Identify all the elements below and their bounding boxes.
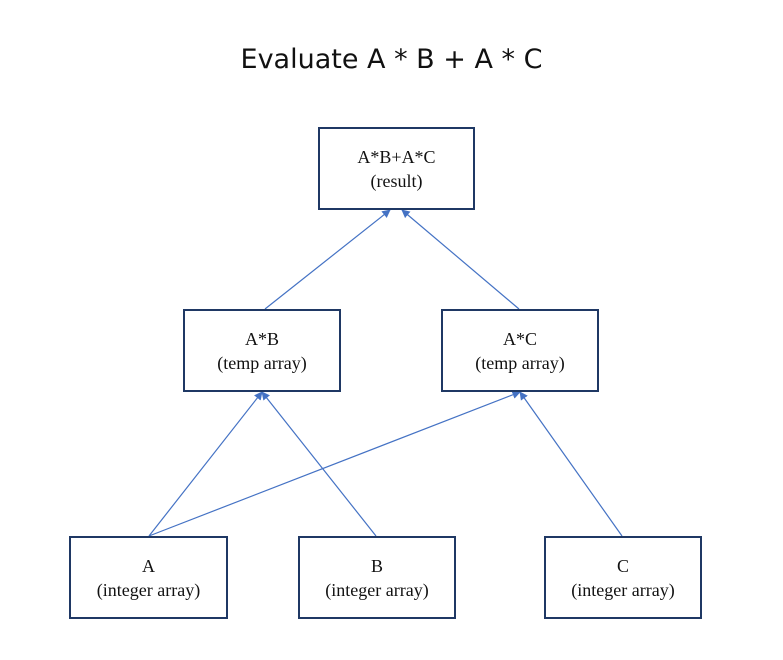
edge-a-to-ab xyxy=(148,391,263,537)
node-a-name: A xyxy=(142,555,155,576)
node-a-kind: (integer array) xyxy=(96,579,201,600)
edge-b-to-ab xyxy=(261,391,377,537)
node-b: B (integer array) xyxy=(298,536,456,619)
node-a-times-b: A*B (temp array) xyxy=(183,309,341,392)
node-b-name: B xyxy=(370,555,383,576)
edge-c-to-ac xyxy=(519,391,623,537)
node-a: A (integer array) xyxy=(69,536,228,619)
node-ab-name: A*B xyxy=(244,328,279,349)
node-c: C (integer array) xyxy=(544,536,702,619)
node-result-kind: (result) xyxy=(370,170,423,191)
node-c-kind: (integer array) xyxy=(571,579,675,600)
edge-ac-to-result xyxy=(401,209,520,310)
edge-ab-to-result xyxy=(264,209,391,310)
node-result-name: A*B+A*C xyxy=(357,146,436,167)
node-b-kind: (integer array) xyxy=(325,579,429,600)
node-ab-kind: (temp array) xyxy=(217,352,307,373)
edge-a-to-ac xyxy=(148,390,521,537)
node-ac-kind: (temp array) xyxy=(475,352,565,373)
node-ac-name: A*C xyxy=(502,328,537,349)
node-result: A*B+A*C (result) xyxy=(318,127,475,210)
node-a-times-c: A*C (temp array) xyxy=(441,309,599,392)
diagram-title: Evaluate A * B + A * C xyxy=(240,44,543,75)
node-c-name: C xyxy=(616,555,629,576)
